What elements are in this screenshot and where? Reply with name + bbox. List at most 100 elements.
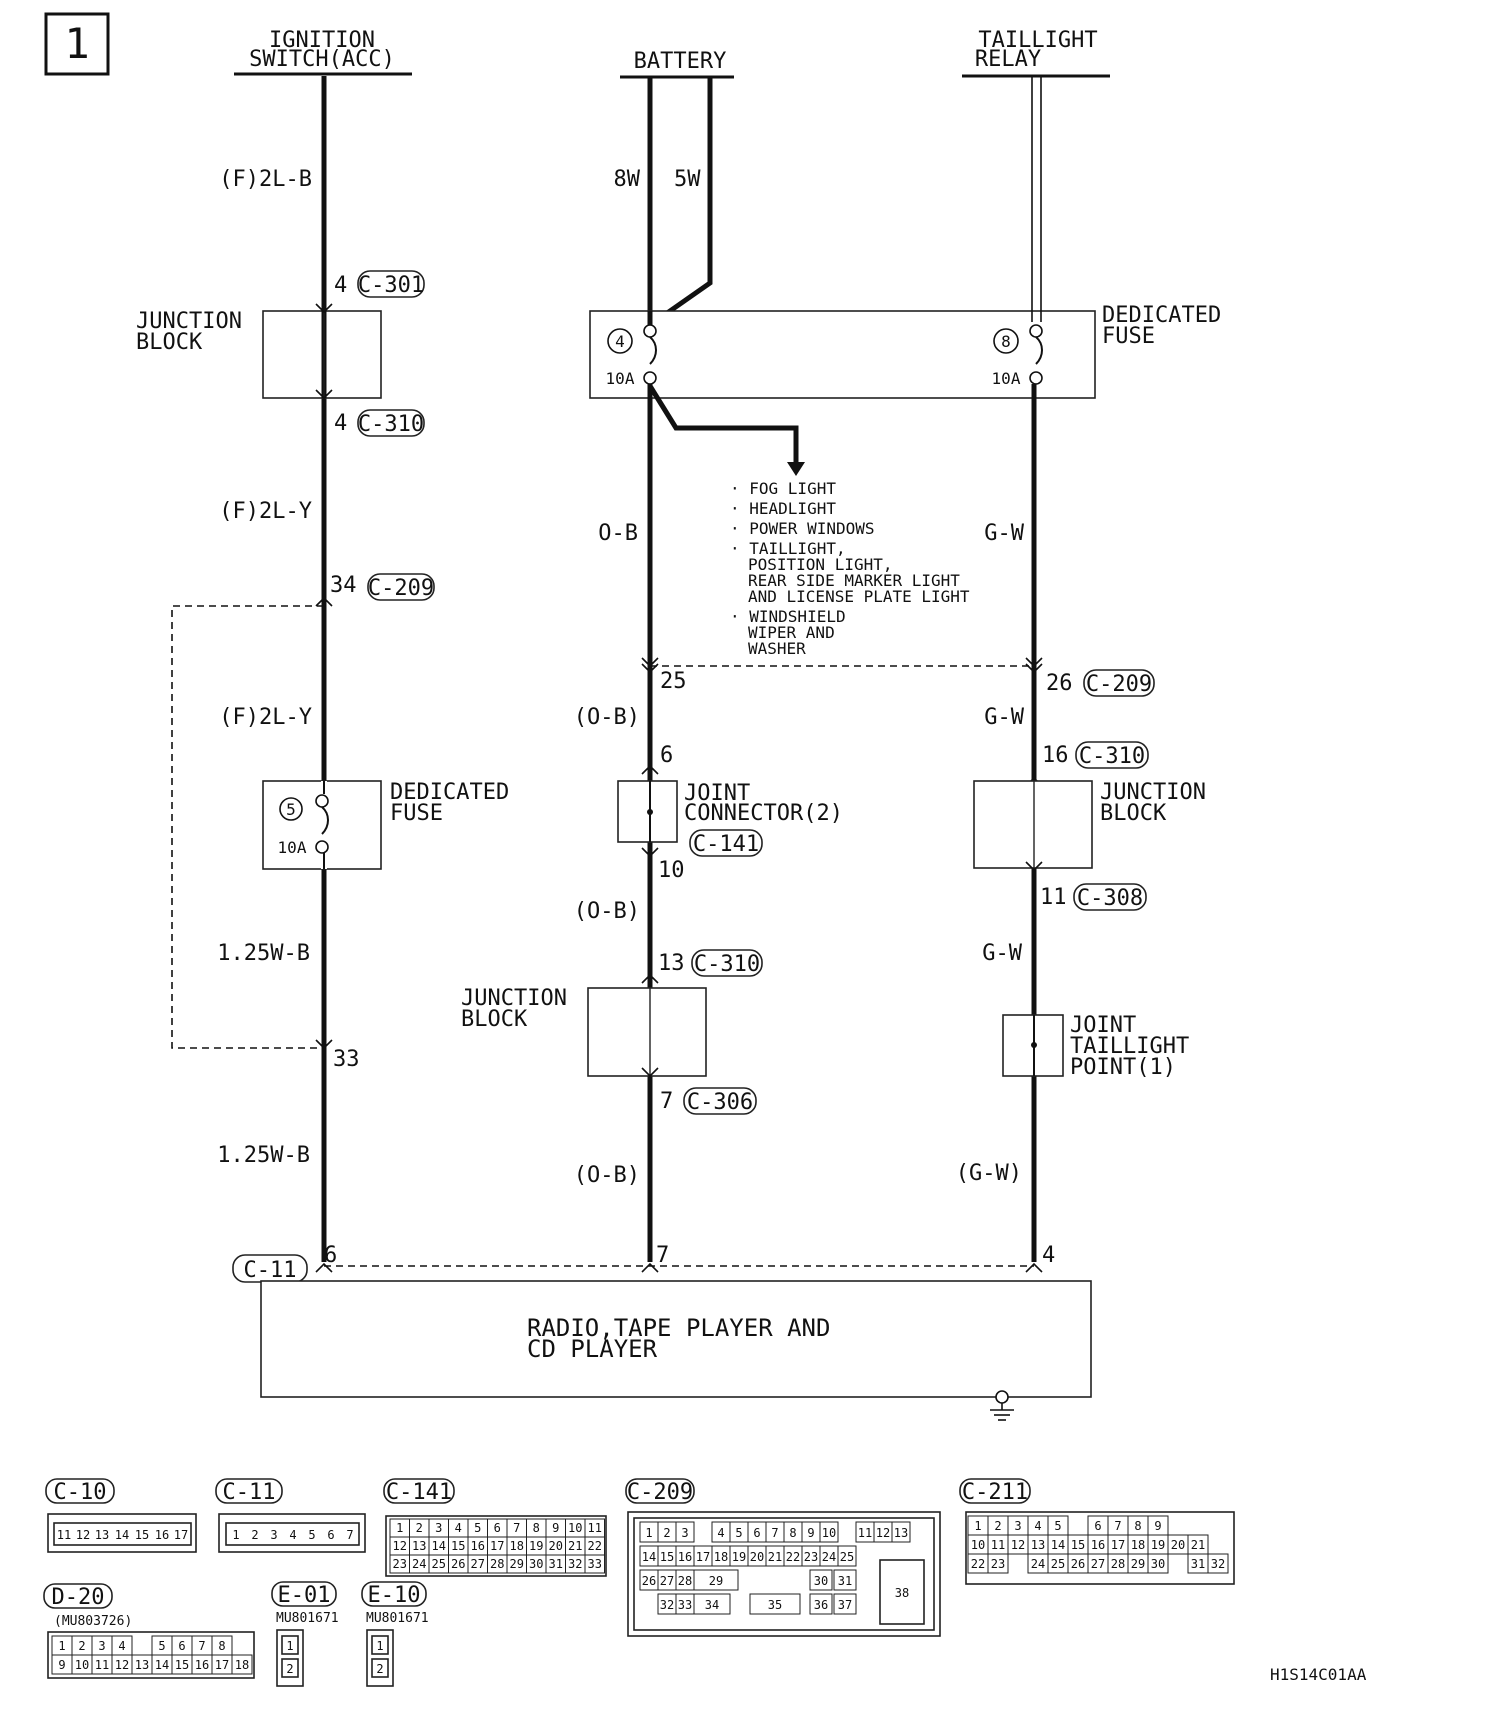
pin-number: 2 (416, 1521, 423, 1535)
wire-label-mid-3: (O-B) (574, 899, 640, 924)
load-wiper-1: · WINDSHIELD (730, 607, 846, 626)
jb-left-line1: JUNCTION (136, 309, 242, 334)
connector-c301: C-301 (358, 273, 424, 298)
pin-number: 4 (1034, 1519, 1041, 1533)
pin-cell (749, 1593, 801, 1615)
pin-number: 16 (471, 1539, 485, 1553)
fuse-5-number: 5 (286, 800, 296, 819)
pin-number: 11 (858, 1526, 872, 1540)
pin-number: 20 (750, 1550, 764, 1564)
connector-c209b: C-209 (1086, 672, 1152, 697)
source-ignition-line1: IGNITION (269, 28, 375, 53)
pin-number: 15 (660, 1550, 674, 1564)
connector-c306: C-306 (687, 1090, 753, 1115)
fuse-4-amp: 10A (606, 369, 635, 388)
wire-label-bat-b: 5W (674, 167, 701, 192)
pin-number: 32 (568, 1557, 582, 1571)
pin-number: 30 (529, 1557, 543, 1571)
page-number: 1 (64, 19, 89, 68)
pin-number: 8 (1134, 1519, 1141, 1533)
pin-cell (833, 1569, 857, 1591)
junction-block-right (973, 780, 1093, 869)
pin-number: 32 (1211, 1557, 1225, 1571)
pin-number: 22 (786, 1550, 800, 1564)
pin-number: 23 (991, 1557, 1005, 1571)
pin-cell (809, 1593, 833, 1615)
pin-number: 9 (1154, 1519, 1161, 1533)
connector-c310c: C-310 (694, 952, 760, 977)
radio-line2: CD PLAYER (527, 1335, 658, 1363)
pin-number: 22 (588, 1539, 602, 1553)
pin-cell (837, 1545, 857, 1567)
pin-number: 8 (789, 1526, 796, 1540)
pin-number: 14 (642, 1550, 656, 1564)
pin-number: 33 (588, 1557, 602, 1571)
load-wiper-3: WASHER (748, 639, 806, 658)
pin-cell (693, 1593, 731, 1615)
pin-26: 26 (1046, 671, 1073, 696)
pin-number: 13 (1031, 1538, 1045, 1552)
svg-text:17: 17 (174, 1528, 188, 1542)
left-circuit: (F)2L-B 4 C-301 JUNCTION BLOCK 4 C-310 (… (136, 76, 509, 1273)
pin-number: 15 (451, 1539, 465, 1553)
jb-right-line2: BLOCK (1100, 801, 1167, 826)
source-ignition-switch: IGNITION SWITCH(ACC) (234, 28, 412, 76)
load-fog: · FOG LIGHT (730, 479, 836, 498)
pin-cell (1207, 1553, 1229, 1574)
radio-tape-cd-player (260, 1280, 1092, 1398)
pin-number: 3 (98, 1639, 105, 1653)
face-e01-label: E-01 (278, 1583, 331, 1608)
pin-number: 12 (1011, 1538, 1025, 1552)
pin-number: 20 (1171, 1538, 1185, 1552)
pin-number: 18 (1131, 1538, 1145, 1552)
pin-number: 37 (838, 1598, 852, 1612)
pin-cell (819, 1521, 839, 1543)
pin-number: 14 (155, 1658, 169, 1672)
fuse-top-line2: FUSE (1102, 324, 1155, 349)
pin-number: 18 (510, 1539, 524, 1553)
pin-number: 35 (768, 1598, 782, 1612)
pin-number: 18 (235, 1658, 249, 1672)
pin-number: 25 (432, 1557, 446, 1571)
pin-number: 26 (451, 1557, 465, 1571)
pin-number: 36 (814, 1598, 828, 1612)
pin-13: 13 (658, 951, 685, 976)
pin-number: 15 (1071, 1538, 1085, 1552)
pin-number: 6 (178, 1639, 185, 1653)
jb-right-line1: JUNCTION (1100, 780, 1206, 805)
wire-label-right-2: G-W (984, 705, 1024, 730)
pin-number: 12 (115, 1658, 129, 1672)
pin-number: 10 (971, 1538, 985, 1552)
pin-number: 25 (840, 1550, 854, 1564)
connector-faces: C-10 11 12 13 14 15 16 17 C-11 1 2 3 4 5… (43, 1478, 1235, 1687)
radio-line1: RADIO,TAPE PLAYER AND (527, 1314, 830, 1342)
joint-tail-line2: TAILLIGHT (1070, 1034, 1189, 1059)
svg-text:11: 11 (57, 1528, 71, 1542)
pin-cell (987, 1553, 1009, 1574)
pin-number: 17 (1111, 1538, 1125, 1552)
pin-number: 12 (876, 1526, 890, 1540)
connector-c310b: C-310 (1079, 744, 1145, 769)
pin-number: 13 (894, 1526, 908, 1540)
source-battery: BATTERY (620, 49, 734, 79)
pin-number: 2 (994, 1519, 1001, 1533)
fuse-4-number: 4 (615, 332, 625, 351)
face-c11-pins: 1 2 3 4 5 6 7 (232, 1528, 353, 1542)
pin-number: 5 (474, 1521, 481, 1535)
pin-number: 29 (709, 1574, 723, 1588)
pin-number: 18 (714, 1550, 728, 1564)
figure-code: H1S14C01AA (1270, 1665, 1367, 1684)
face-c211-label: C-211 (962, 1480, 1028, 1505)
junction-block-mid (587, 987, 707, 1077)
connector-c310a: C-310 (358, 412, 424, 437)
dedicated-fuse-top (589, 310, 1096, 399)
pin-number: 3 (681, 1526, 688, 1540)
pin-number: 15 (175, 1658, 189, 1672)
pin-number: 30 (1151, 1557, 1165, 1571)
svg-text:12: 12 (76, 1528, 90, 1542)
pin-number: 21 (768, 1550, 782, 1564)
pin-cell (693, 1569, 739, 1591)
pin-number: 1 (645, 1526, 652, 1540)
